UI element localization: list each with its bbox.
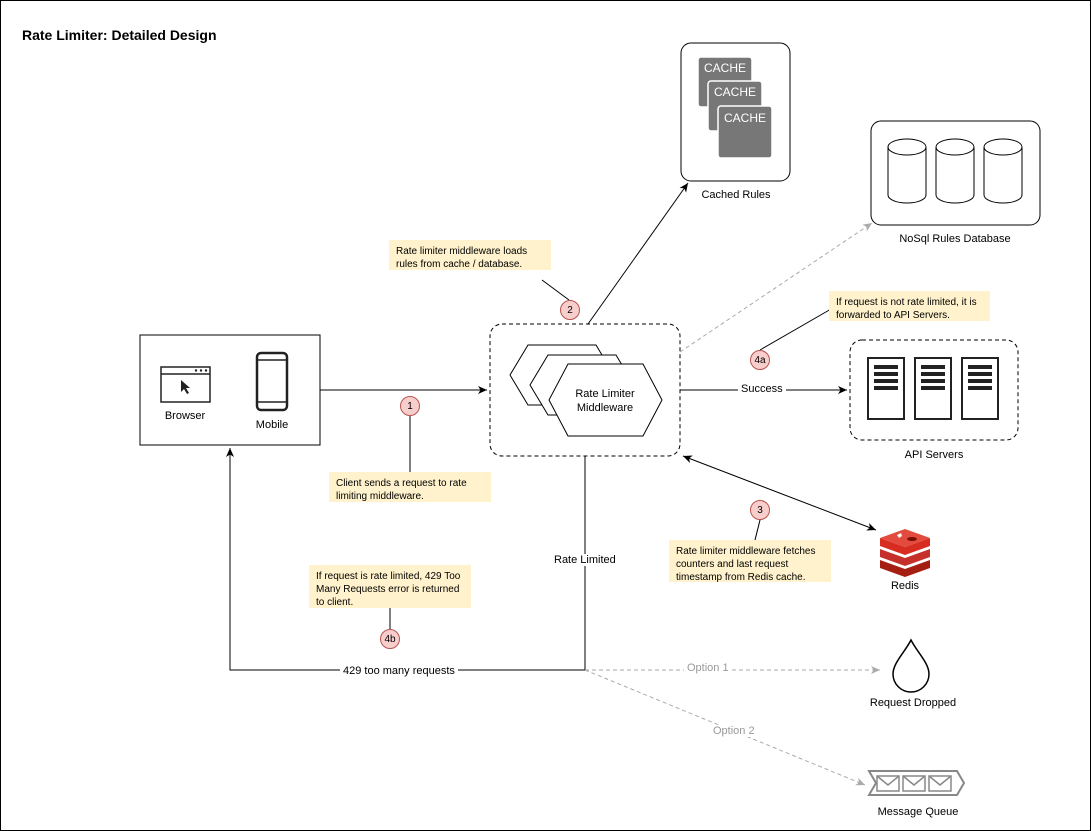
option1-edge-label: Option 1	[684, 662, 732, 674]
cache-icon	[697, 56, 773, 159]
redis-icon	[880, 529, 930, 577]
step-badge-1: 1	[400, 396, 420, 416]
step-badge-2: 2	[560, 300, 580, 320]
database-icon	[887, 138, 1023, 204]
badge4a-connector	[759, 304, 839, 351]
cache-icon-text-2: CACHE	[713, 85, 756, 99]
step-badge-4b: 4b	[380, 629, 400, 649]
edge-option2	[584, 669, 866, 786]
note-forwarded: If request is not rate limited, it is fo…	[829, 291, 990, 321]
mobile-icon	[255, 351, 289, 412]
mobile-label: Mobile	[255, 419, 289, 431]
browser-label: Browser	[164, 410, 206, 422]
edge-middleware-to-cache	[587, 182, 689, 325]
too-many-requests-edge-label: 429 too many requests	[340, 665, 458, 677]
middleware-label-line2: Middleware	[576, 402, 634, 414]
note-rate-limited: If request is rate limited, 429 Too Many…	[309, 565, 471, 608]
badge2-connector	[541, 279, 570, 301]
middleware-label-line1: Rate Limiter	[575, 388, 635, 400]
message-queue-label: Message Queue	[877, 806, 959, 818]
success-edge-label: Success	[738, 383, 786, 395]
option2-edge-label: Option 2	[710, 725, 758, 737]
middleware-hexagon-stack	[509, 344, 663, 437]
nosql-label: NoSql Rules Database	[899, 233, 1011, 245]
note-redis-fetch: Rate limiter middleware fetches counters…	[669, 540, 831, 583]
edge-middleware-redis	[682, 455, 877, 531]
redis-label: Redis	[890, 580, 920, 592]
rate-limited-edge-label: Rate Limited	[551, 554, 619, 566]
badge3-connector	[754, 519, 761, 541]
cache-icon-text-3: CACHE	[723, 111, 766, 125]
cache-icon-text-1: CACHE	[703, 61, 746, 75]
page-title: Rate Limiter: Detailed Design	[22, 27, 217, 43]
api-servers-label: API Servers	[904, 449, 964, 461]
step-badge-4a: 4a	[750, 350, 770, 370]
server-icon	[867, 357, 999, 420]
middleware-label: Rate Limiter Middleware	[560, 387, 650, 415]
browser-icon	[160, 366, 211, 403]
note-load-rules: Rate limiter middleware loads rules from…	[389, 240, 551, 270]
step-badge-3: 3	[750, 500, 770, 520]
cache-label: Cached Rules	[701, 189, 771, 201]
drop-icon	[892, 638, 930, 693]
request-dropped-label: Request Dropped	[869, 697, 957, 709]
note-client-request: Client sends a request to rate limiting …	[329, 472, 491, 502]
message-queue-icon	[867, 770, 966, 796]
edge-middleware-to-nosql	[679, 222, 873, 353]
